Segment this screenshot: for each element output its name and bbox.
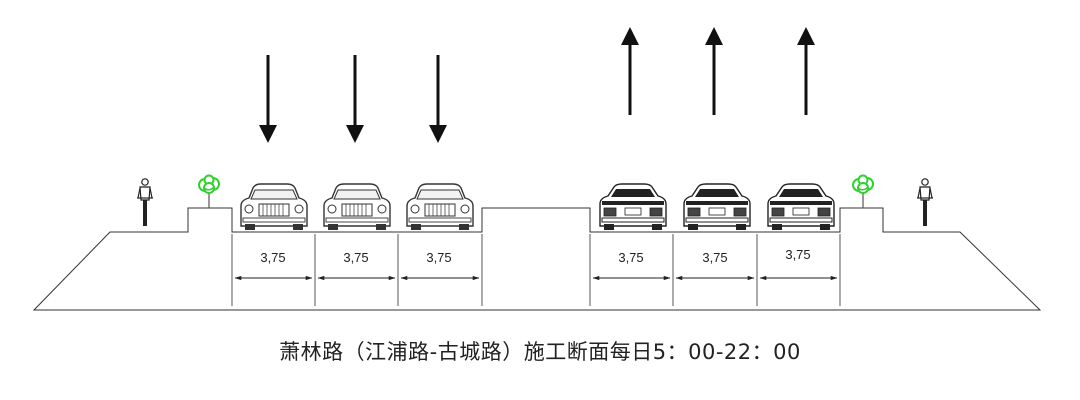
tree-icon xyxy=(198,174,220,209)
car-rear-icon xyxy=(767,183,835,231)
car-front-icon xyxy=(406,183,474,231)
direction-arrows-right xyxy=(621,27,815,115)
tree-icon xyxy=(852,174,874,209)
lane-width-label: 3,75 xyxy=(343,250,368,265)
car-rear-icon xyxy=(599,183,667,231)
direction-arrows-left xyxy=(259,55,447,143)
lane-width-label: 3,75 xyxy=(260,250,285,265)
cyclist-icon xyxy=(136,178,154,227)
lane-width-label: 3,75 xyxy=(702,250,727,265)
diagram-caption: 萧林路（江浦路-古城路）施工断面每日5：00-22：00 xyxy=(279,340,801,364)
cyclist-icon xyxy=(916,178,934,227)
road-profile-outline xyxy=(32,207,1042,311)
lane-width-label: 3,75 xyxy=(618,250,643,265)
lane-width-label: 3,75 xyxy=(785,247,810,262)
lane-boundary-lines xyxy=(231,234,841,306)
car-rear-icon xyxy=(683,183,751,231)
car-front-icon xyxy=(240,183,308,231)
lane-width-label: 3,75 xyxy=(426,250,451,265)
car-front-icon xyxy=(323,183,391,231)
